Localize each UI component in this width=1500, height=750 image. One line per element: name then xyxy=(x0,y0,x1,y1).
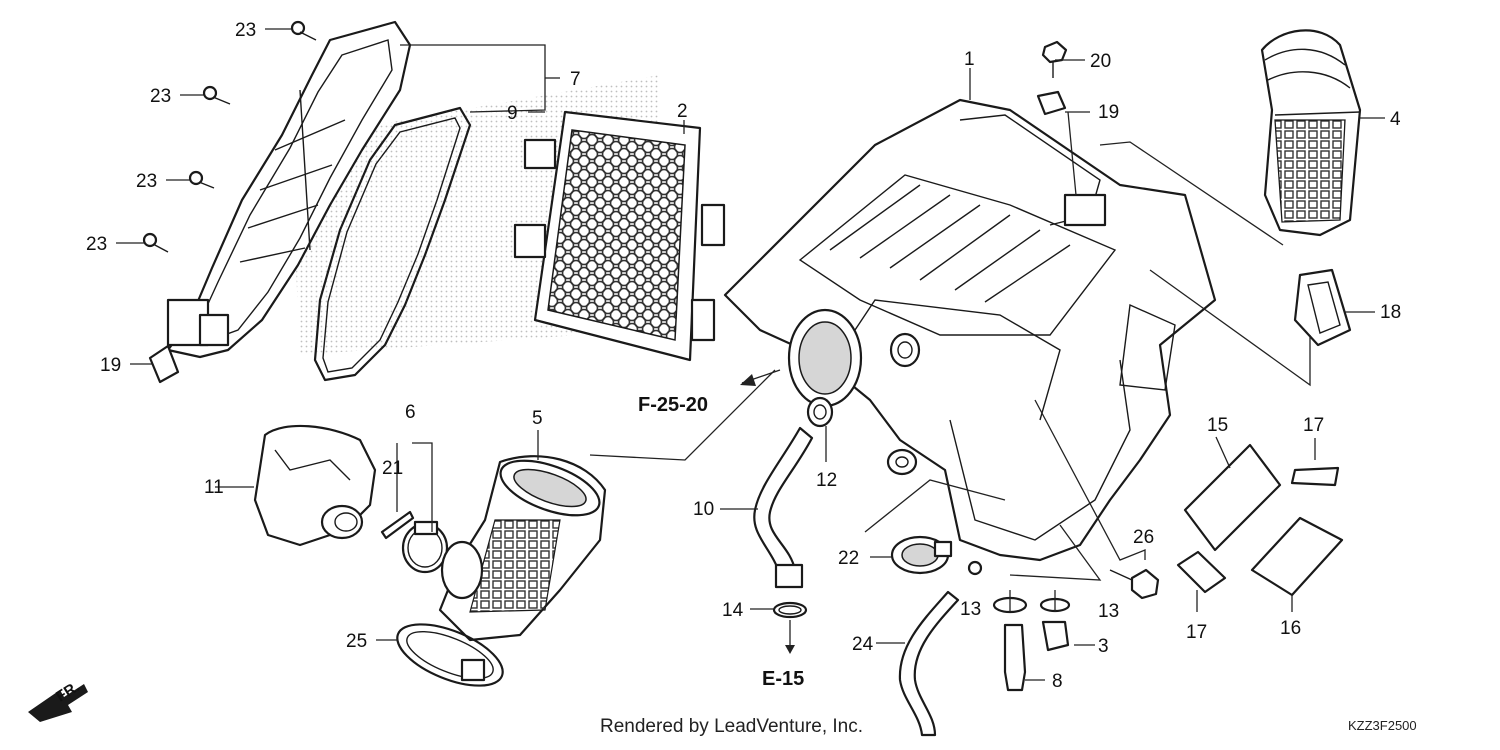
callout-20: 20 xyxy=(1090,51,1111,72)
part-tube-24 xyxy=(898,560,983,737)
part-clips-13 xyxy=(992,596,1071,614)
part-band-25 xyxy=(396,623,504,687)
callout-8: 8 xyxy=(1052,671,1063,692)
part-seal-17b xyxy=(1176,550,1227,594)
part-bolt-26 xyxy=(1109,568,1160,600)
part-clip-14 xyxy=(772,601,808,619)
callout-21: 21 xyxy=(382,458,403,479)
callout-23-b: 23 xyxy=(150,86,171,107)
callout-13-right: 13 xyxy=(1098,601,1119,622)
leader-lines xyxy=(116,28,1385,681)
callout-24: 24 xyxy=(852,634,874,655)
reference-f-25-20: F-25-20 xyxy=(638,394,708,416)
callout-26: 26 xyxy=(1133,527,1154,548)
callout-15: 15 xyxy=(1207,415,1228,436)
part-gasket xyxy=(313,106,472,382)
callout-18: 18 xyxy=(1380,302,1401,323)
callout-13-left: 13 xyxy=(960,599,981,620)
callout-10: 10 xyxy=(693,499,714,520)
part-air-cleaner-cover xyxy=(166,20,412,359)
part-air-cleaner-case xyxy=(723,98,1217,562)
callout-9: 9 xyxy=(507,103,518,124)
part-seal-17a xyxy=(1290,466,1340,487)
callout-7: 7 xyxy=(570,69,581,90)
callout-14: 14 xyxy=(722,600,744,621)
front-direction-arrow: FR. xyxy=(28,678,88,722)
part-element xyxy=(513,110,726,362)
render-credit: Rendered by LeadVenture, Inc. xyxy=(600,716,863,737)
callout-16: 16 xyxy=(1280,618,1301,639)
callout-23-c: 23 xyxy=(136,171,157,192)
callout-23-a: 23 xyxy=(235,20,256,41)
callout-12: 12 xyxy=(816,470,837,491)
callout-11: 11 xyxy=(204,477,224,498)
part-band-clamp xyxy=(380,510,449,574)
part-drain-tube xyxy=(753,426,814,589)
callout-25: 25 xyxy=(346,631,367,652)
callout-17-bottom: 17 xyxy=(1186,622,1207,643)
part-holder-18 xyxy=(1293,268,1352,347)
part-sponge-16 xyxy=(1250,516,1344,597)
part-sponge-15 xyxy=(1183,443,1282,552)
part-clip-19-right xyxy=(1036,90,1067,116)
callout-1: 1 xyxy=(964,49,975,70)
callout-2: 2 xyxy=(677,101,688,122)
part-plug-8 xyxy=(1003,623,1027,692)
callout-23-d: 23 xyxy=(86,234,107,255)
diagram-code: KZZ3F2500 xyxy=(1348,718,1417,733)
callout-3: 3 xyxy=(1098,636,1109,657)
callout-4: 4 xyxy=(1390,109,1401,130)
callout-19-left: 19 xyxy=(100,355,121,376)
callout-5: 5 xyxy=(532,408,543,429)
part-intake-duct xyxy=(438,455,607,642)
part-clip-19-left xyxy=(148,344,180,384)
callout-22: 22 xyxy=(838,548,859,569)
part-clip-12 xyxy=(806,396,834,428)
callout-labels: 1 2 3 4 5 6 7 8 9 10 11 12 13 13 14 15 1… xyxy=(86,20,1401,692)
part-chamber-11 xyxy=(253,424,377,547)
callout-17-top: 17 xyxy=(1303,415,1324,436)
callout-6: 6 xyxy=(405,402,416,423)
part-clamp-22 xyxy=(890,535,953,575)
reference-e-15: E-15 xyxy=(762,668,804,690)
part-screws-23 xyxy=(142,20,317,253)
part-connecting-tube xyxy=(1260,29,1362,237)
callout-19-right: 19 xyxy=(1098,102,1119,123)
part-cap-3 xyxy=(1041,620,1070,652)
